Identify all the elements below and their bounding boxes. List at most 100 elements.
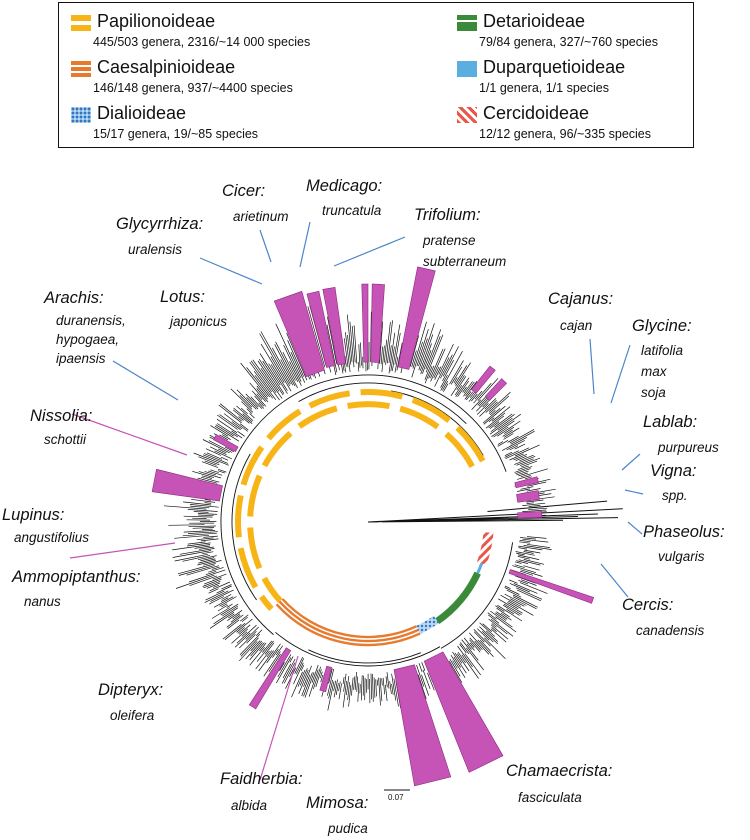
genus-label: Lotus: — [160, 288, 205, 306]
leader-line — [299, 221, 311, 268]
taxon-highlight-wedge — [273, 290, 325, 377]
genus-label: Glycine: — [632, 317, 692, 335]
taxon-glycyrrhiza: Glycyrrhiza: uralensis — [116, 215, 203, 257]
leader-line — [610, 344, 631, 404]
species-label: soja — [641, 385, 666, 400]
genus-label: Ammopiptanthus: — [11, 568, 140, 586]
arc-caesalpinioideae-1 — [281, 598, 418, 639]
genus-label: Arachis: — [43, 289, 104, 307]
phylogenetic-tree: Cicer: arietinum Medicago: truncatula Gl… — [2, 177, 725, 836]
genus-label: Faidherbia: — [220, 770, 303, 788]
species-label: angustifolius — [14, 530, 89, 545]
arc-caesalpinioideae-2 — [278, 600, 419, 643]
genus-label: Cajanus: — [548, 290, 613, 308]
species-label: uralensis — [128, 242, 182, 257]
taxon-lablab: Lablab: purpureus — [643, 413, 719, 455]
taxon-highlight-wedge — [514, 476, 539, 489]
legend-stats: 15/17 genera, 19/~85 species — [93, 127, 259, 141]
subfamily-arcs — [235, 389, 494, 647]
taxon-highlight-wedge — [322, 286, 347, 366]
taxon-highlight-wedge — [516, 490, 540, 503]
legend-stats: 1/1 genera, 1/1 species — [479, 81, 609, 95]
foliage-branches — [163, 304, 556, 711]
species-label: oleifera — [110, 708, 155, 723]
legend-stats: 79/84 genera, 327/~760 species — [479, 35, 658, 49]
label-leader-lines — [69, 221, 644, 781]
species-label: ipaensis — [56, 351, 106, 366]
taxon-highlight-wedge — [517, 511, 543, 519]
scale-bar-label: 0.07 — [388, 793, 404, 802]
taxon-cajanus: Cajanus: cajan — [548, 290, 613, 333]
legend-swatch-cercidoideae — [457, 107, 477, 123]
species-label: spp. — [662, 488, 688, 503]
legend-swatch-caesalpinioideae — [71, 61, 91, 77]
taxon-highlight-wedge — [361, 283, 369, 363]
clade-arc — [298, 382, 467, 425]
taxon-highlight-wedge — [397, 266, 436, 370]
legend-item-papilionoideae: Papilionoideae 445/503 genera, 2316/~14 … — [59, 9, 369, 53]
taxon-glycine: Glycine: latifolia max soja — [632, 317, 692, 400]
genus-label: Phaseolus: — [643, 523, 725, 541]
genus-label: Mimosa: — [306, 794, 368, 812]
legend-swatch-papilionoideae — [71, 15, 91, 31]
species-label: hypogaea, — [56, 332, 119, 347]
clade-arc — [220, 374, 507, 635]
taxon-arachis: Arachis: duranensis, hypogaea, ipaensis — [43, 289, 126, 366]
tree-foliage — [163, 304, 556, 711]
taxon-lotus: Lotus: japonicus — [160, 288, 227, 329]
leader-line — [259, 229, 272, 263]
taxon-highlight-wedge — [151, 468, 223, 502]
arc-detarioideae — [435, 571, 481, 624]
taxon-mimosa: Mimosa: pudica — [306, 794, 368, 836]
legend-item-dialioideae: Dialioideae 15/17 genera, 19/~85 species — [59, 101, 369, 145]
taxon-highlight-wedge — [393, 664, 452, 787]
taxon-chamaecrista: Chamaecrista: fasciculata — [506, 762, 612, 805]
genus-label: Cercis: — [622, 596, 673, 614]
legend-name: Detarioideae — [483, 11, 586, 31]
genus-label: Lablab: — [643, 413, 697, 431]
species-label: truncatula — [322, 203, 382, 218]
legend-name: Dialioideae — [97, 103, 187, 123]
highlight-wedges — [151, 266, 595, 787]
leader-line — [69, 542, 176, 559]
leader-line — [333, 236, 406, 267]
taxon-highlight-wedge — [423, 651, 504, 773]
species-label: nanus — [24, 594, 61, 609]
taxon-lupinus: Lupinus: angustifolius — [2, 506, 89, 545]
taxon-labels: Cicer: arietinum Medicago: truncatula Gl… — [2, 177, 725, 836]
legend-swatch-duparquetioideae — [457, 61, 477, 77]
species-label: purpureus — [657, 440, 719, 455]
taxon-highlight-wedge — [370, 283, 385, 363]
legend-item-detarioideae: Detarioideae 79/84 genera, 327/~760 spec… — [445, 9, 750, 53]
arc-dialioideae — [416, 615, 439, 634]
species-label: fasciculata — [518, 790, 582, 805]
species-label: pratense — [422, 233, 476, 248]
legend-name: Caesalpinioideae — [97, 57, 236, 77]
scale-bar: 0.07 — [384, 789, 410, 802]
clade-arc — [308, 649, 421, 664]
taxon-nissolia: Nissolia: schottii — [30, 407, 92, 447]
genus-label: Vigna: — [650, 462, 697, 480]
legend-name: Duparquetioideae — [483, 57, 626, 77]
taxon-highlight-wedge — [213, 434, 239, 453]
species-label: vulgaris — [658, 549, 705, 564]
leader-line — [621, 453, 641, 471]
leader-line — [112, 360, 179, 401]
genus-label: Cicer: — [222, 182, 265, 200]
genus-label: Dipteryx: — [98, 681, 163, 699]
taxon-trifolium: Trifolium: pratense subterraneum — [414, 206, 506, 269]
species-label: japonicus — [168, 314, 227, 329]
taxon-highlight-wedge — [484, 378, 508, 401]
arc-cercidoideae — [476, 531, 494, 566]
taxon-dipteryx: Dipteryx: oleifera — [98, 681, 163, 723]
taxon-cercis: Cercis: canadensis — [622, 596, 705, 638]
taxon-medicago: Medicago: truncatula — [306, 177, 382, 218]
legend-box: Papilionoideae 445/503 genera, 2316/~14 … — [58, 2, 694, 148]
species-label: albida — [231, 798, 268, 813]
species-label: pudica — [327, 821, 368, 836]
taxon-vigna: Vigna: spp. — [650, 462, 697, 503]
clade-arc — [231, 453, 257, 601]
taxon-highlight-wedge — [248, 647, 292, 710]
taxon-phaseolus: Phaseolus: vulgaris — [643, 523, 725, 564]
legend-item-cercidoideae: Cercidoideae 12/12 genera, 96/~335 speci… — [445, 101, 750, 145]
